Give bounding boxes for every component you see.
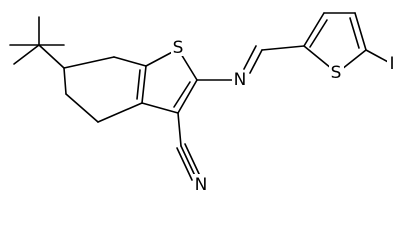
bond-c3-cn (177, 112, 182, 147)
atom-label-iodine: I (389, 54, 394, 74)
bond-c3a-c7a-double (136, 69, 141, 100)
bond-n-ch (249, 49, 263, 74)
chemical-structure-diagram: S N S I N (9, 12, 398, 195)
bond-tc2-tc3-double (309, 19, 328, 48)
bond-cn-triple-3 (176, 147, 193, 181)
atom-label-n-nitrile: N (195, 175, 208, 195)
bond-c3-c3a (141, 102, 179, 114)
bond-c2-c3-double (173, 81, 191, 108)
atom-iodine: I (387, 54, 398, 74)
bond-ch-thiophene (261, 45, 305, 51)
bond-c3a-c7a (141, 65, 147, 104)
bond-cn-triple-1 (180, 145, 197, 179)
atom-label-n-imine: N (234, 70, 247, 90)
bond-c7-c7a (113, 56, 147, 67)
bond-c5-c4 (65, 93, 99, 123)
bond-c2-c3 (177, 79, 198, 114)
bond-cn-triple-2 (184, 143, 201, 177)
bond-c6-c7 (63, 56, 115, 69)
atom-nitrogen-nitrile: N (193, 174, 210, 195)
bond-tc4-tc5 (354, 12, 367, 51)
bond-tbu-to-ring (38, 44, 65, 69)
bond-tc4-tc5-double (349, 17, 360, 49)
bond-tc2-tc3 (303, 12, 325, 47)
atom-sulfur-thiophene: S (329, 63, 344, 83)
bond-c6-c5 (63, 67, 67, 95)
atom-sulfur-fused: S (171, 38, 186, 58)
atom-nitrogen-imine: N (232, 70, 249, 90)
bond-tbu-methyl-down (13, 44, 40, 65)
bond-n-ch-double (243, 45, 257, 70)
bond-tc5-iodine (365, 49, 391, 64)
bond-c4-c3a (97, 102, 143, 123)
molecule-canvas: S N S I N (9, 12, 398, 195)
atom-label-s-thiophene: S (331, 63, 342, 83)
atom-label-s-fused: S (173, 38, 184, 58)
